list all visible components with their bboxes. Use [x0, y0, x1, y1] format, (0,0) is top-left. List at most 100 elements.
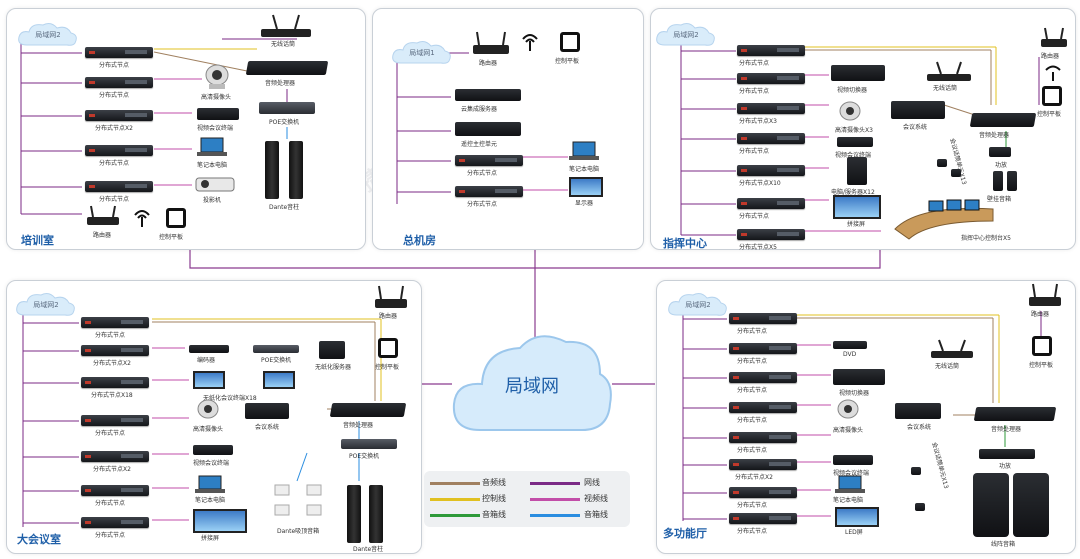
laptop-icon — [569, 141, 599, 160]
wireless-mic-label: 无线话筒 — [271, 41, 296, 48]
vc-terminal-device — [833, 455, 873, 465]
legend-swatch — [430, 514, 480, 517]
node-label: 分布式节点 — [99, 196, 130, 203]
dante-column-speaker — [369, 485, 383, 543]
camera-label: 高清摄像头 — [201, 94, 232, 101]
lan-cloud-small: 局域网1 — [391, 39, 453, 65]
lan-cloud-label: 局域网 — [505, 376, 559, 397]
audio-processor-label: 音频处理器 — [343, 422, 374, 429]
amp-label: 功放 — [995, 162, 1008, 169]
poe-switch-device — [259, 102, 315, 114]
camera-label: 高清摄像头 — [833, 427, 864, 434]
tablet-label: 控制平板 — [159, 234, 184, 241]
audio-processor-label: 音频处理器 — [979, 132, 1010, 139]
amp-device — [979, 449, 1035, 459]
lan-label: 局域网2 — [673, 31, 699, 39]
node-label: 分布式节点 — [95, 332, 126, 339]
wireless-mic-icon — [261, 14, 311, 37]
cloud-server-device — [455, 89, 521, 101]
tablet-label: 控制平板 — [1029, 362, 1054, 369]
vc-terminal-label: 视频会议终端 — [833, 470, 870, 477]
router-label: 路由器 — [479, 60, 498, 67]
dante-column-speaker — [265, 141, 279, 199]
node-label: 分布式节点 — [95, 500, 126, 507]
line-array-label: 线阵音箱 — [991, 541, 1016, 548]
line-array-speaker — [1013, 473, 1049, 537]
vc-terminal-label: 视频会议终端 — [835, 152, 872, 159]
video-switcher-label: 视频切换器 — [839, 390, 870, 397]
lan-label: 局域网1 — [409, 49, 435, 57]
node-label: 分布式节点 — [467, 170, 498, 177]
node-label: 分布式节点X3 — [739, 118, 777, 125]
legend: 音频线 网线 控制线 视频线 音箱线 音箱线 — [424, 471, 630, 527]
wireless-mic-icon — [931, 339, 973, 358]
laptop-label: 笔记本电脑 — [195, 497, 226, 504]
wifi-icon — [1045, 65, 1061, 81]
line-array-speaker — [973, 473, 1009, 537]
wifi-icon — [522, 34, 538, 51]
video-wall — [833, 195, 881, 219]
laptop-icon — [195, 475, 225, 493]
tablet-icon — [560, 32, 580, 52]
projector-icon — [195, 177, 235, 192]
conference-system-label: 会议系统 — [255, 424, 280, 431]
node-device — [85, 145, 153, 156]
video-wall-label: 拼接屏 — [847, 221, 866, 228]
legend-swatch — [430, 498, 480, 501]
node-label: 分布式节点X2 — [93, 360, 131, 367]
legend-swatch — [530, 482, 580, 485]
laptop-label: 笔记本电脑 — [833, 497, 864, 504]
vc-terminal-device — [837, 137, 873, 147]
node-device — [737, 198, 805, 209]
room-title-command: 指挥中心 — [663, 237, 707, 250]
camera-label: 高清摄像头 — [193, 426, 224, 433]
legend-label: 音箱线 — [584, 510, 608, 519]
legend-label: 音箱线 — [482, 510, 506, 519]
node-label: 分布式节点 — [739, 148, 770, 155]
node-label: 分布式节点 — [739, 88, 770, 95]
vc-terminal-device — [197, 108, 239, 120]
console-label: 指挥中心控制台X5 — [961, 235, 1011, 242]
node-device — [81, 317, 149, 328]
camera-icon — [197, 399, 219, 419]
legend-swatch — [530, 498, 580, 501]
laptop-label: 笔记本电脑 — [569, 166, 600, 173]
audio-processor-device — [245, 61, 329, 75]
conference-system-device — [245, 403, 289, 419]
panel-main-room: 局域网1 路由器 控制平板 云集成服务器 遥控主控单元 分布式节点 分布式节点 … — [372, 8, 644, 250]
node-device — [455, 155, 523, 166]
wifi-icon — [134, 210, 150, 227]
pc-label: 电脑/服务器X12 — [831, 189, 875, 196]
node-device — [81, 485, 149, 496]
node-label: 分布式节点X2 — [735, 474, 773, 481]
dante-column-speaker — [347, 485, 361, 543]
node-label: 分布式节点 — [739, 60, 770, 67]
recorder-device — [189, 345, 229, 353]
lan-cloud — [452, 335, 612, 431]
camera-icon — [837, 399, 859, 419]
node-label: 分布式节点X5 — [739, 244, 777, 251]
mic-unit — [915, 503, 925, 511]
node-device — [729, 313, 797, 324]
paperless-terminal-label: 无纸化会议终端X18 — [203, 395, 257, 402]
room-title-main: 总机房 — [403, 234, 436, 247]
video-wall — [193, 509, 247, 533]
router-label: 路由器 — [1041, 53, 1060, 60]
router-icon — [1041, 27, 1067, 47]
conference-links — [22, 309, 382, 527]
tablet-label: 控制平板 — [375, 364, 400, 371]
node-device — [737, 45, 805, 56]
poe-switch-device — [253, 345, 299, 353]
legend-label: 音频线 — [482, 478, 506, 487]
dvd-label: DVD — [843, 351, 857, 358]
camera-label: 高清摄像头X3 — [835, 127, 873, 134]
tablet-icon — [1042, 86, 1062, 106]
vc-terminal-device — [193, 445, 233, 455]
control-unit-device — [455, 122, 521, 136]
amp-device — [989, 147, 1011, 157]
wireless-mic-label: 无线话筒 — [935, 363, 960, 370]
lan-cloud-small: 局域网2 — [17, 21, 79, 47]
display-label: 显示器 — [575, 200, 594, 207]
audio-processor-device — [973, 407, 1057, 421]
pc-tower — [847, 157, 867, 185]
